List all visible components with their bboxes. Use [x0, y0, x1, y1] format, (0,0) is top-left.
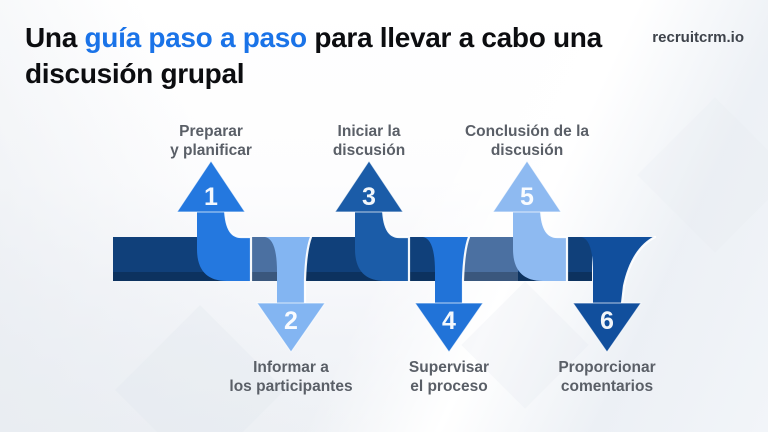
step-4-down-arrow	[414, 302, 484, 353]
step-label-line: Conclusión de la	[464, 123, 589, 140]
step-5-label: Conclusión de la discusión	[442, 122, 612, 160]
step-3-ribbon	[355, 205, 409, 281]
step-6-down-arrow	[572, 302, 642, 353]
ribbon-edge	[303, 235, 313, 314]
band-shadow	[113, 272, 592, 281]
step-3-up-arrow	[334, 160, 404, 213]
step-label-line: Informar a	[253, 359, 329, 376]
step-label-line: discusión	[490, 142, 564, 159]
step-label-line: los participantes	[229, 378, 353, 395]
step-1-up-arrow	[176, 160, 246, 213]
step-5-up-arrow	[492, 160, 562, 213]
step-4-label: Supervisar el proceso	[364, 358, 534, 396]
step-5-ribbon	[513, 205, 567, 281]
title-highlight: guía paso a paso	[84, 22, 307, 53]
brand-logo: recruitcrm.io	[652, 29, 744, 46]
step-2-label: Informar a los participantes	[206, 358, 376, 396]
step-6-number: 6	[600, 307, 614, 335]
step-4-ribbon	[423, 237, 469, 316]
step-2-number: 2	[284, 307, 298, 335]
step-label-line: Supervisar	[408, 359, 490, 376]
step-label-line: Preparar	[179, 123, 243, 140]
step-1-label: Preparar y planificar	[126, 122, 296, 160]
step-label-line: Iniciar la	[337, 123, 401, 140]
ribbon-edge	[461, 235, 471, 314]
step-1-number: 1	[204, 183, 218, 211]
step-6-label: Proporcionar comentarios	[522, 358, 692, 396]
step-3-label: Iniciar la discusión	[284, 122, 454, 160]
step-1-ribbon	[197, 205, 251, 281]
ribbon-edge	[619, 235, 657, 314]
step-label-line: comentarios	[560, 378, 654, 395]
step-2-ribbon	[265, 237, 311, 316]
step-3-number: 3	[362, 183, 376, 211]
step-label-line: discusión	[332, 142, 406, 159]
title-prefix: Una	[25, 22, 85, 53]
step-4-number: 4	[442, 307, 456, 335]
step-label-line: el proceso	[410, 378, 488, 395]
step-label-line: Proporcionar	[558, 359, 656, 376]
step-6-ribbon	[581, 237, 655, 316]
step-2-down-arrow	[256, 302, 326, 353]
page-title: Una guía paso a paso para llevar a cabo …	[25, 20, 650, 92]
step-5-number: 5	[520, 183, 534, 211]
title-suffix: para llevar a cabo una discusión grupal	[25, 22, 602, 89]
step-label-line: y planificar	[170, 142, 252, 159]
